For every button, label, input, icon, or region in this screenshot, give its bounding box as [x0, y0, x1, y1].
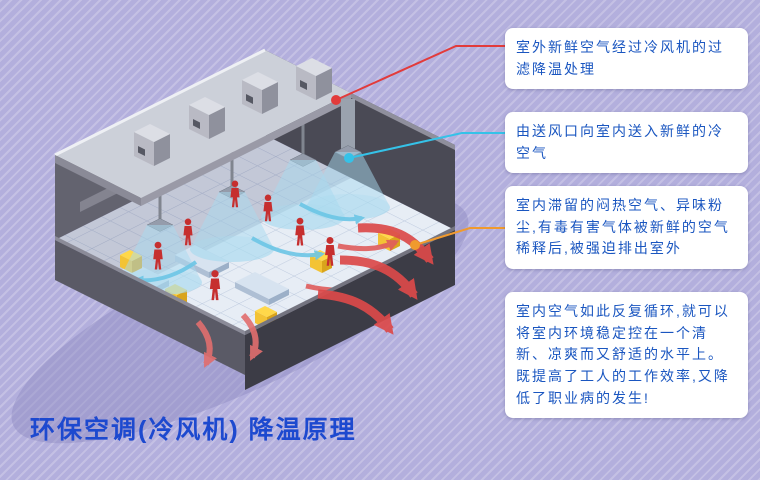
callout-text: 室外新鲜空气经过冷风机的过滤降温处理 [516, 39, 724, 77]
callout-fresh-air-filtering: 室外新鲜空气经过冷风机的过滤降温处理 [505, 28, 748, 90]
leader-line-fresh-air [335, 45, 505, 101]
air-cone [306, 152, 390, 220]
exhaust-arrow [317, 289, 394, 335]
callout-leaders [335, 45, 505, 246]
cool-air-arrow [299, 202, 366, 225]
leader-line-supply [348, 132, 505, 159]
roof-shadow-on-floor [55, 135, 351, 283]
callout-text: 室内滞留的闷热空气、异味粉尘,有毒有害气体被新鲜的空气稀释后,被强迫排出室外 [516, 197, 730, 257]
front-left-wall [55, 240, 245, 375]
supply-duct [341, 99, 355, 153]
front-right-wall [245, 230, 455, 390]
cool-air-arrow [250, 236, 326, 261]
roof-front-edge [141, 93, 351, 206]
callout-exhaust-dilution: 室内滞留的闷热空气、异味粉尘,有毒有害气体被新鲜的空气稀释后,被强迫排出室外 [505, 186, 748, 270]
front-right-wall-top [245, 226, 455, 335]
exhaust-arrows-front [195, 312, 263, 368]
roof-left-edge [55, 155, 141, 206]
leader-dot-supply [344, 153, 354, 163]
hot-air-arrow [337, 239, 400, 252]
roof-ridge-highlight [54, 48, 266, 157]
exhaust-arrow [339, 255, 418, 300]
exhaust-arrow-small [195, 320, 217, 368]
callout-text: 室内空气如此反复循环,就可以将室内环境稳定控在一个清新、凉爽而又舒适的水平上。既… [516, 303, 730, 406]
leader-dot-exhaust [410, 240, 420, 250]
callout-text: 由送风口向室内送入新鲜的冷空气 [516, 123, 724, 161]
leader-line-exhaust [414, 227, 505, 246]
page-title: 环保空调(冷风机) 降温原理 [30, 416, 357, 444]
leader-dot-fresh-air [331, 95, 341, 105]
exhaust-arrow-small [240, 312, 263, 361]
air-cone [190, 192, 274, 262]
callout-cold-air-supply: 由送风口向室内送入新鲜的冷空气 [505, 112, 748, 174]
exhaust-arrows [317, 223, 434, 335]
front-left-wall-top [55, 236, 245, 335]
exhaust-arrow [357, 223, 434, 265]
callout-circulation-benefits: 室内空气如此反复循环,就可以将室内环境稳定控在一个清新、凉爽而又舒适的水平上。既… [505, 292, 748, 419]
